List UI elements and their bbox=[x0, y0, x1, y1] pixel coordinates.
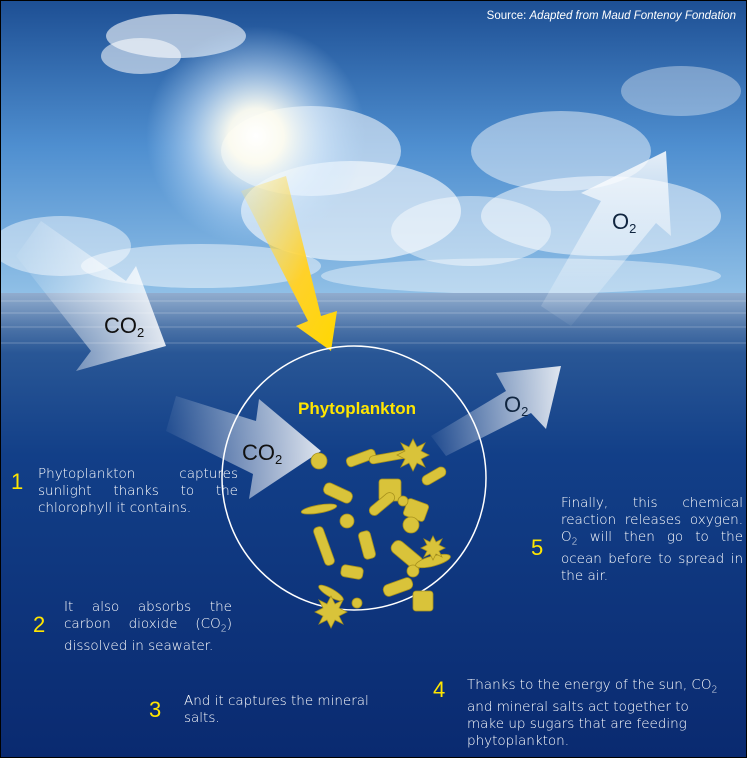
step-3-text: And it captures the mineral salts. bbox=[184, 693, 369, 726]
step-4-text-before: Thanks to the energy of the sun, CO bbox=[467, 677, 712, 693]
step-2-text: It also absorbs the carbon dioxide (CO2)… bbox=[64, 599, 232, 655]
phytoplankton-circle bbox=[221, 345, 487, 611]
o2-upper-text: O bbox=[612, 209, 630, 234]
step-2-text-before: It also absorbs the carbon dioxide (CO bbox=[64, 599, 232, 632]
source-text: Adapted from Maud Fontenoy Fondation bbox=[529, 10, 737, 22]
o2-arrow-upper bbox=[541, 151, 671, 326]
co2-arrow-upper bbox=[16, 221, 166, 371]
sunlight-arrow bbox=[241, 176, 337, 351]
step-2-number: 2 bbox=[33, 612, 46, 637]
plankton-cluster-icon bbox=[300, 438, 451, 629]
step-5-sub: 2 bbox=[571, 536, 578, 548]
sun bbox=[146, 26, 366, 246]
co2-arrow-lower bbox=[166, 396, 321, 499]
o2-label-lower: O2 bbox=[504, 392, 528, 419]
step-4-text-after: and mineral salts act together to make u… bbox=[467, 698, 689, 749]
co2-upper-text: CO bbox=[104, 313, 137, 338]
co2-label-lower: CO2 bbox=[242, 440, 282, 467]
co2-label-upper: CO2 bbox=[104, 313, 144, 340]
step-3-number: 3 bbox=[149, 697, 162, 722]
step-4-text: Thanks to the energy of the sun, CO2 and… bbox=[467, 677, 729, 750]
step-5-text-before: Finally, this chemical reaction releases… bbox=[561, 495, 743, 545]
co2-upper-sub: 2 bbox=[137, 325, 145, 340]
o2-lower-sub: 2 bbox=[521, 404, 529, 419]
step-1-number: 1 bbox=[11, 469, 24, 494]
step-2-sub: 2 bbox=[220, 623, 227, 635]
step-2-text-after: ) dissolved in seawater. bbox=[64, 616, 232, 654]
phytoplankton-title: Phytoplankton bbox=[298, 399, 417, 418]
step-1-text: Phytoplankton captures sunlight thanks t… bbox=[38, 466, 238, 516]
step-5-number: 5 bbox=[531, 535, 544, 560]
o2-arrow-lower bbox=[431, 366, 561, 456]
co2-lower-sub: 2 bbox=[275, 452, 283, 467]
step-4-number: 4 bbox=[433, 677, 446, 702]
step-5-text-after: will then go to the ocean before to spre… bbox=[561, 529, 743, 584]
source-credit: Source: Adapted from Maud Fontenoy Fonda… bbox=[487, 10, 736, 22]
o2-label-upper: O2 bbox=[612, 209, 636, 236]
step-4-sub: 2 bbox=[711, 684, 718, 696]
sea bbox=[1, 293, 746, 757]
o2-upper-sub: 2 bbox=[629, 221, 637, 236]
o2-lower-text: O bbox=[504, 392, 522, 417]
step-5-text: Finally, this chemical reaction releases… bbox=[561, 495, 743, 585]
source-prefix: Source: bbox=[486, 10, 530, 22]
co2-lower-text: CO bbox=[242, 440, 275, 465]
